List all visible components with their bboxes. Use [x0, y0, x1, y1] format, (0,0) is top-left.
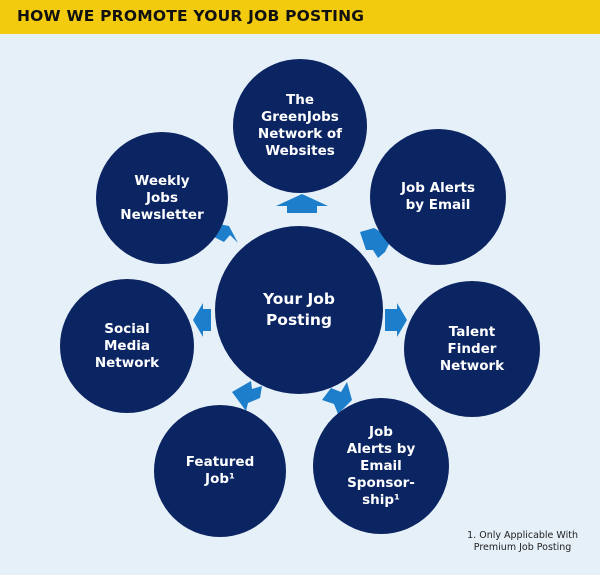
node-label: Weekly Jobs Newsletter	[120, 172, 204, 223]
node-label: Job Alerts by Email Sponsor- ship¹	[346, 423, 416, 508]
node-featured-job: Featured Job¹	[154, 405, 286, 537]
hub-circle: Your Job Posting	[215, 226, 383, 394]
node-label: The GreenJobs Network of Websites	[257, 92, 343, 159]
node-talent-finder: Talent Finder Network	[404, 281, 540, 417]
node-label: Social Media Network	[94, 320, 160, 371]
node-alerts-sponsorship: Job Alerts by Email Sponsor- ship¹	[313, 398, 449, 534]
footnote: 1. Only Applicable With Premium Job Post…	[467, 530, 578, 553]
header-bar: HOW WE PROMOTE YOUR JOB POSTING	[0, 0, 600, 34]
page-title: HOW WE PROMOTE YOUR JOB POSTING	[17, 7, 365, 25]
node-label: Talent Finder Network	[439, 323, 505, 374]
arrow-to-social-media	[193, 303, 211, 337]
arrow-to-talent-finder	[385, 303, 407, 337]
hub-label: Your Job Posting	[262, 290, 336, 329]
arrow-to-greenjobs	[276, 194, 328, 213]
node-greenjobs: The GreenJobs Network of Websites	[233, 59, 367, 193]
node-weekly-newsletter: Weekly Jobs Newsletter	[96, 132, 228, 264]
node-social-media: Social Media Network	[60, 279, 194, 413]
node-label: Job Alerts by Email	[400, 180, 476, 213]
node-label: Featured Job¹	[185, 454, 255, 487]
node-job-alerts: Job Alerts by Email	[370, 129, 506, 265]
